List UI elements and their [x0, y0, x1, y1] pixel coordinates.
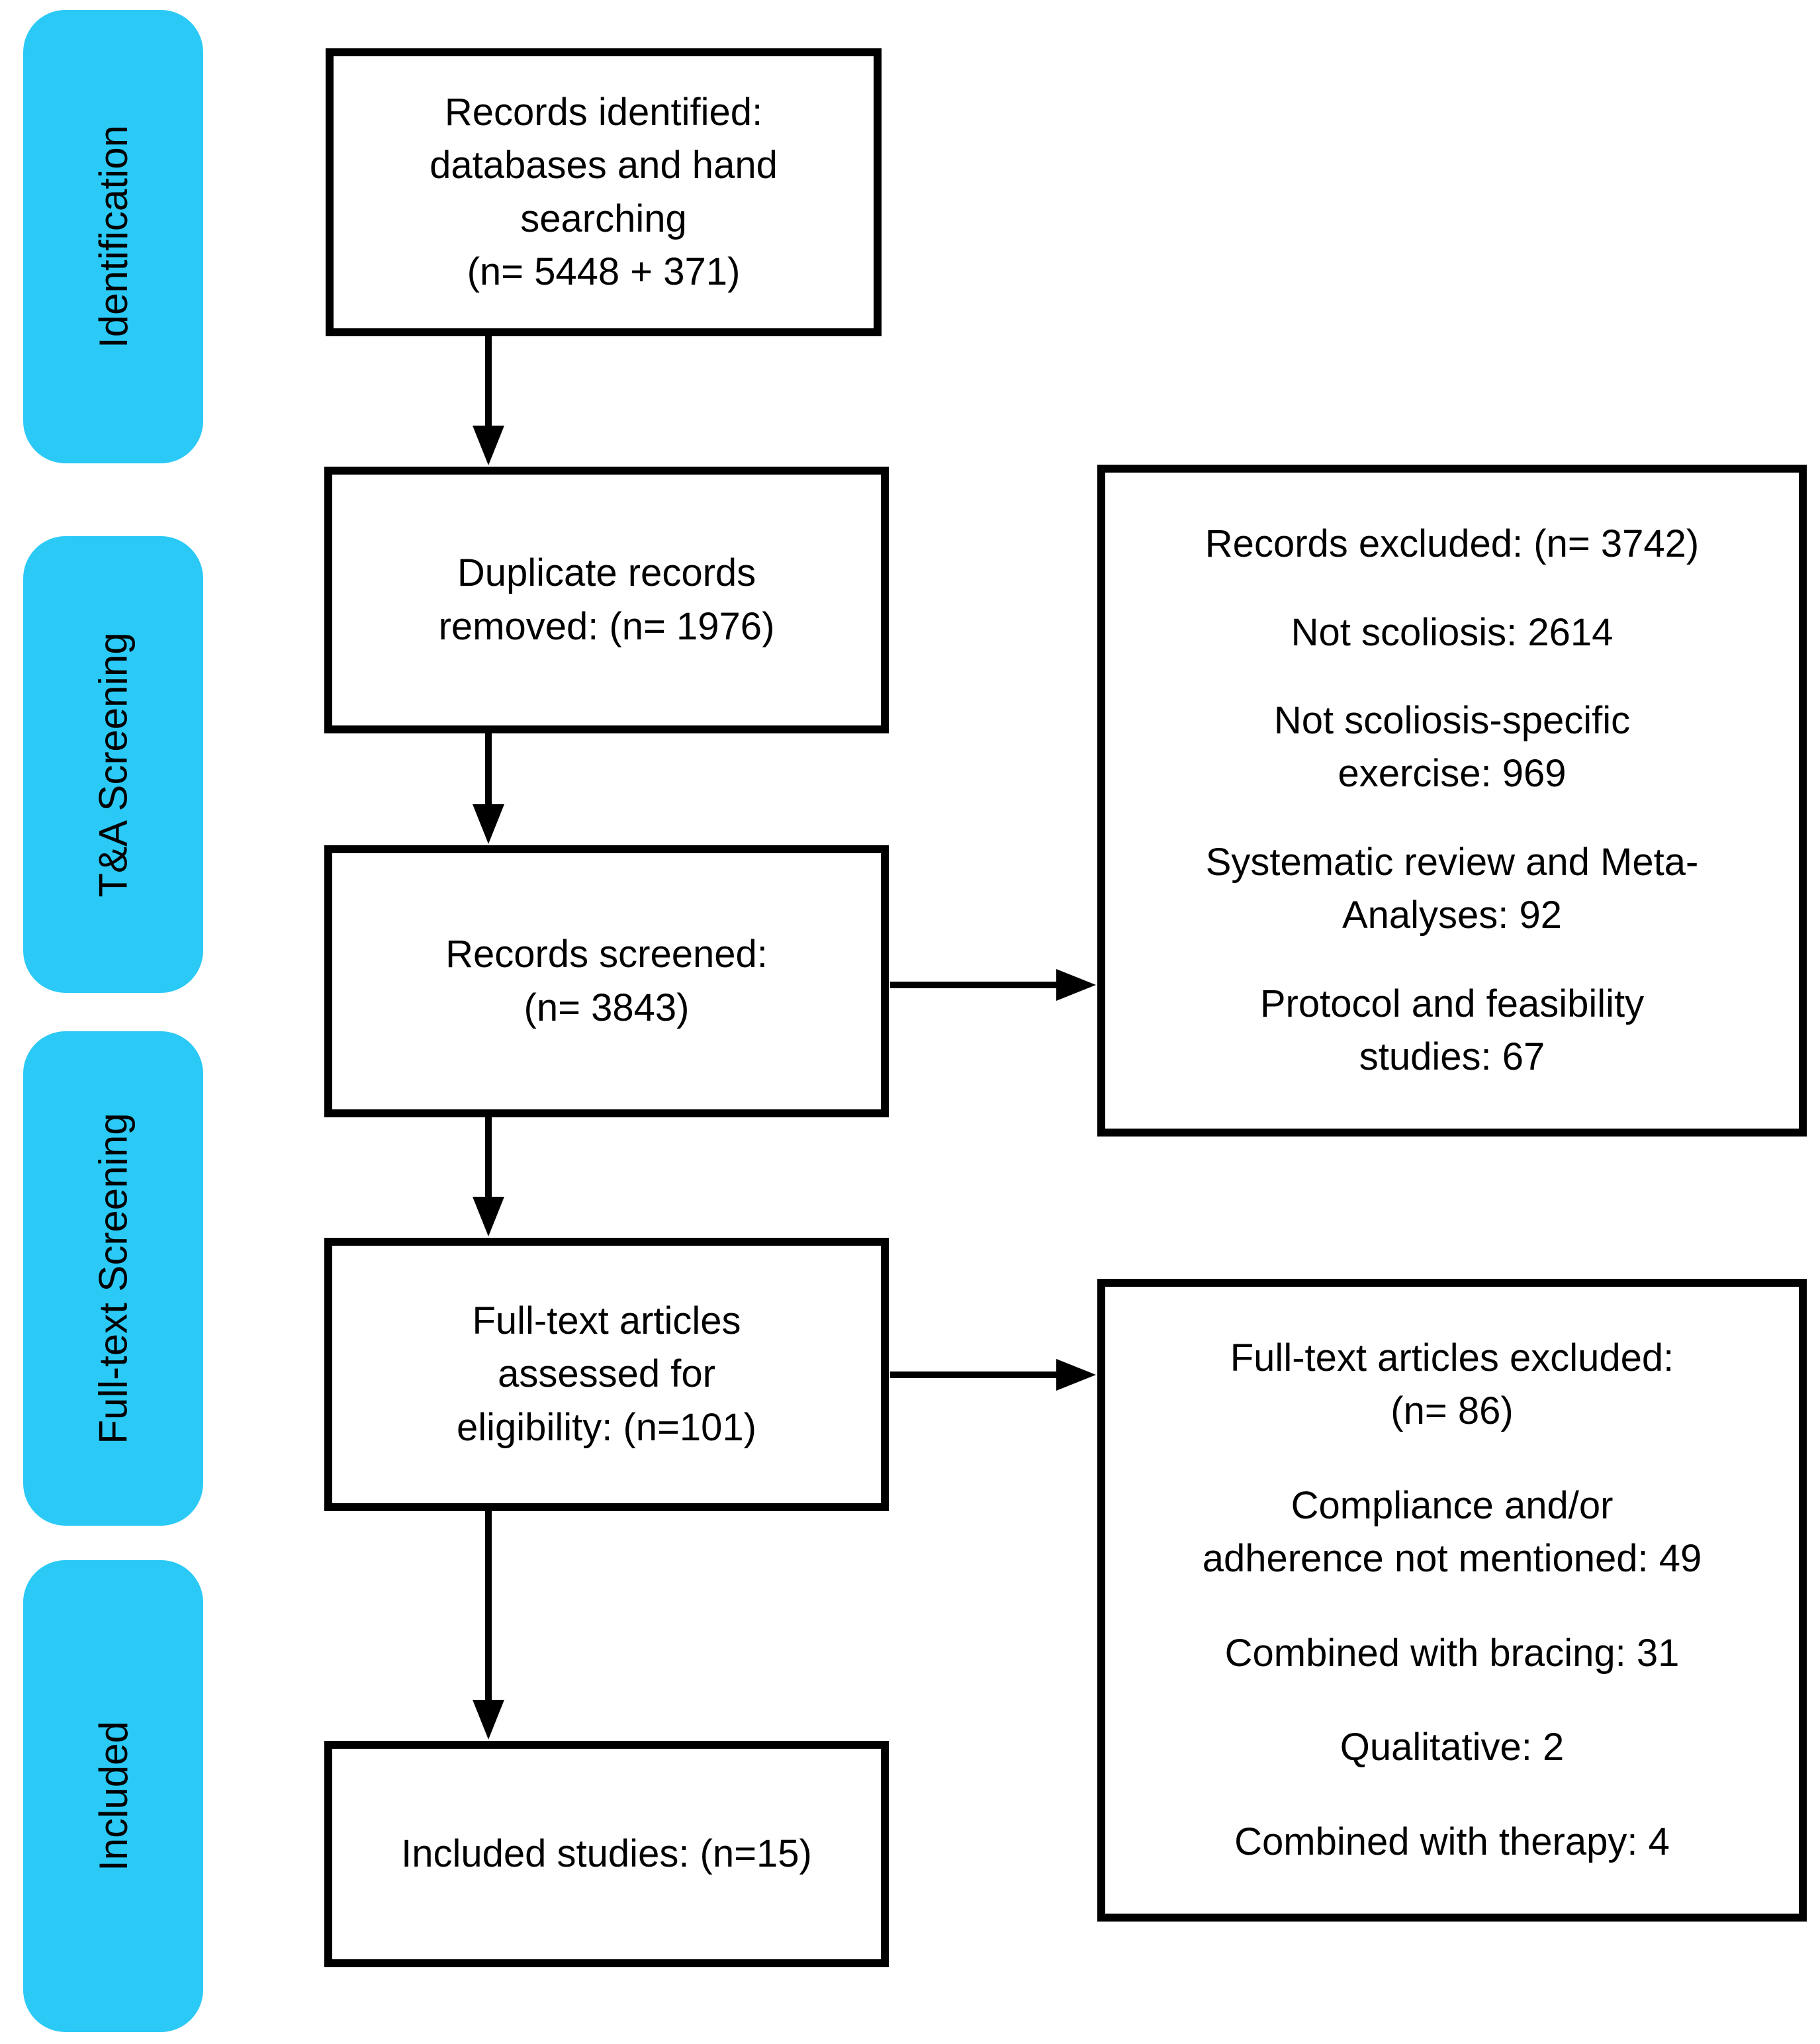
records-excluded-item: Protocol and feasibility studies: 67	[1259, 982, 1645, 1078]
arrow-down-icon	[473, 426, 504, 465]
arrow-line-identified-to-duplicates	[485, 336, 492, 439]
records-excluded-item: Systematic review and Meta- Analyses: 92	[1205, 841, 1699, 937]
fulltext-excluded-title: Full-text articles excluded: (n= 86)	[1230, 1336, 1674, 1433]
arrow-right-icon	[1056, 969, 1096, 1001]
arrow-line-duplicates-to-screened	[485, 733, 492, 817]
box-fulltext-excluded: Full-text articles excluded: (n= 86) Com…	[1097, 1279, 1807, 1922]
stage-label-fulltext-screening: Full-text Screening	[91, 1113, 136, 1444]
arrow-down-icon	[473, 804, 504, 844]
fulltext-excluded-item: Qualitative: 2	[1340, 1726, 1565, 1769]
arrow-down-icon	[473, 1197, 504, 1236]
stage-band-included: Included	[23, 1560, 203, 2032]
box-records-screened: Records screened: (n= 3843)	[324, 845, 889, 1117]
stage-label-ta-screening: T&A Screening	[91, 631, 136, 898]
stage-label-identification: Identification	[91, 125, 136, 348]
stage-label-included: Included	[91, 1721, 136, 1871]
box-included-studies: Included studies: (n=15)	[324, 1741, 889, 1967]
arrow-line-screened-to-fulltext	[485, 1117, 492, 1210]
box-fulltext-assessed: Full-text articles assessed for eligibil…	[324, 1238, 889, 1511]
box-duplicates-removed: Duplicate records removed: (n= 1976)	[324, 467, 889, 733]
records-excluded-item: Not scoliosis: 2614	[1291, 610, 1614, 654]
box-records-screened-text: Records screened: (n= 3843)	[445, 933, 768, 1029]
box-included-studies-text: Included studies: (n=15)	[401, 1832, 812, 1875]
arrow-right-icon	[1056, 1359, 1096, 1391]
box-duplicates-removed-text: Duplicate records removed: (n= 1976)	[438, 551, 775, 648]
arrow-line-fulltext-to-excluded	[890, 1371, 1069, 1378]
fulltext-excluded-item: Combined with bracing: 31	[1224, 1631, 1680, 1675]
box-records-identified-text: Records identified: databases and hand s…	[430, 91, 778, 293]
box-records-excluded: Records excluded: (n= 3742) Not scoliosi…	[1097, 465, 1807, 1137]
stage-band-fulltext-screening: Full-text Screening	[23, 1031, 203, 1526]
fulltext-excluded-item: Combined with therapy: 4	[1234, 1820, 1670, 1863]
arrow-down-icon	[473, 1700, 504, 1740]
arrow-line-screened-to-excluded	[890, 982, 1069, 988]
fulltext-excluded-item: Compliance and/or adherence not mentione…	[1202, 1483, 1702, 1580]
records-excluded-item: Not scoliosis-specific exercise: 969	[1273, 699, 1631, 796]
arrow-line-fulltext-to-included	[485, 1511, 492, 1713]
stage-band-ta-screening: T&A Screening	[23, 536, 203, 993]
records-excluded-title: Records excluded: (n= 3742)	[1205, 522, 1700, 565]
box-records-identified: Records identified: databases and hand s…	[326, 48, 882, 336]
box-fulltext-assessed-text: Full-text articles assessed for eligibil…	[457, 1299, 756, 1449]
stage-band-identification: Identification	[23, 10, 203, 463]
